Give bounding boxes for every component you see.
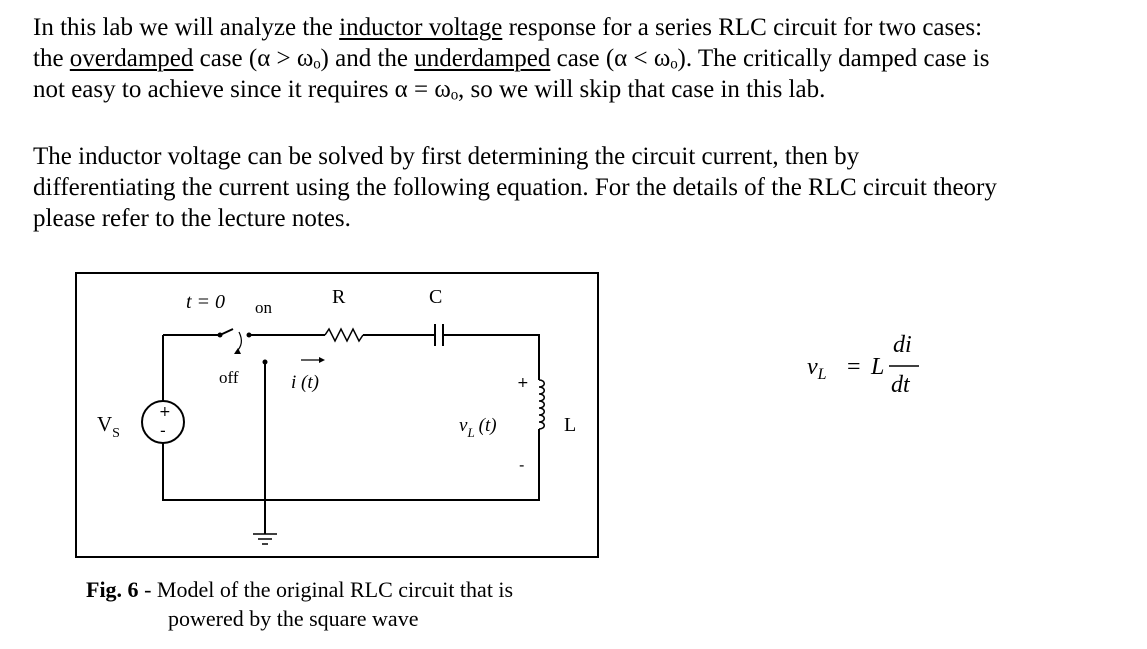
link-underdamped: underdamped [414,45,551,72]
equation-numerator: di [893,332,912,358]
intro-text: response for a series RLC circuit for tw… [502,14,983,41]
inductor-label: L [564,414,576,436]
intro-text: the [33,45,70,72]
inductor-plus: + [517,375,529,391]
source-label: VS [97,412,120,441]
resistor-label: R [332,286,346,308]
current-arrow-head [319,357,325,363]
caption-text: powered by the square wave [168,606,419,631]
current-label: i (t) [291,372,319,393]
capacitor-label: C [429,286,442,308]
switch-time-label: t = 0 [186,291,225,313]
wire-left [162,443,265,501]
equation-coefficient: L [870,354,884,380]
wire-c-to-right [443,334,540,380]
caption-text: - Model of the original RLC circuit that… [138,577,514,602]
figure-border [75,272,599,558]
equation-equals: = [847,354,861,380]
intro-text: case (α > ωₒ) and the [193,45,415,72]
wire-right-bottom [265,429,540,501]
switch-arc-head [234,348,241,354]
intro-text: case (α < ωₒ). The critically damped cas… [550,45,990,72]
figure-label: Fig. 6 [86,577,139,602]
link-overdamped: overdamped [69,45,194,72]
switch-on-label: on [255,298,273,317]
switch-contact-pivot [246,332,252,338]
intro-paragraph: In this lab we will analyze the inductor… [33,12,1123,105]
switch-contact-off [262,359,268,365]
voltage-source-circle [141,400,185,444]
ground-symbol [253,533,277,545]
switch-contact-on [217,332,223,338]
inductor-coil [538,379,545,430]
method-text-line: The inductor voltage can be solved by fi… [33,143,860,170]
equation-lhs: vL [807,354,827,383]
resistor-zigzag [324,327,364,343]
intro-text: In this lab we will analyze the [33,14,340,41]
inductor-voltage-label: vL(t) [459,415,497,440]
method-text-line: differentiating the current using the fo… [33,174,997,201]
method-text-line: please refer to the lecture notes. [33,205,351,232]
link-inductor-voltage: inductor voltage [339,14,503,41]
inductor-voltage-equation: vL = L di dt [807,332,919,398]
equation-denominator: dt [891,372,911,398]
source-minus: - [160,421,166,440]
method-paragraph: The inductor voltage can be solved by fi… [33,141,1123,234]
rlc-circuit-diagram: t = 0 on off R C i (t) + - VS vL(t) + - … [75,272,599,558]
intro-text: not easy to achieve since it requires α … [33,76,826,103]
inductor-minus: - [519,456,524,474]
source-plus: + [159,404,171,420]
figure-caption: Fig. 6 - Model of the original RLC circu… [86,575,513,633]
switch-off-label: off [219,368,239,387]
switch-arc [235,331,242,353]
